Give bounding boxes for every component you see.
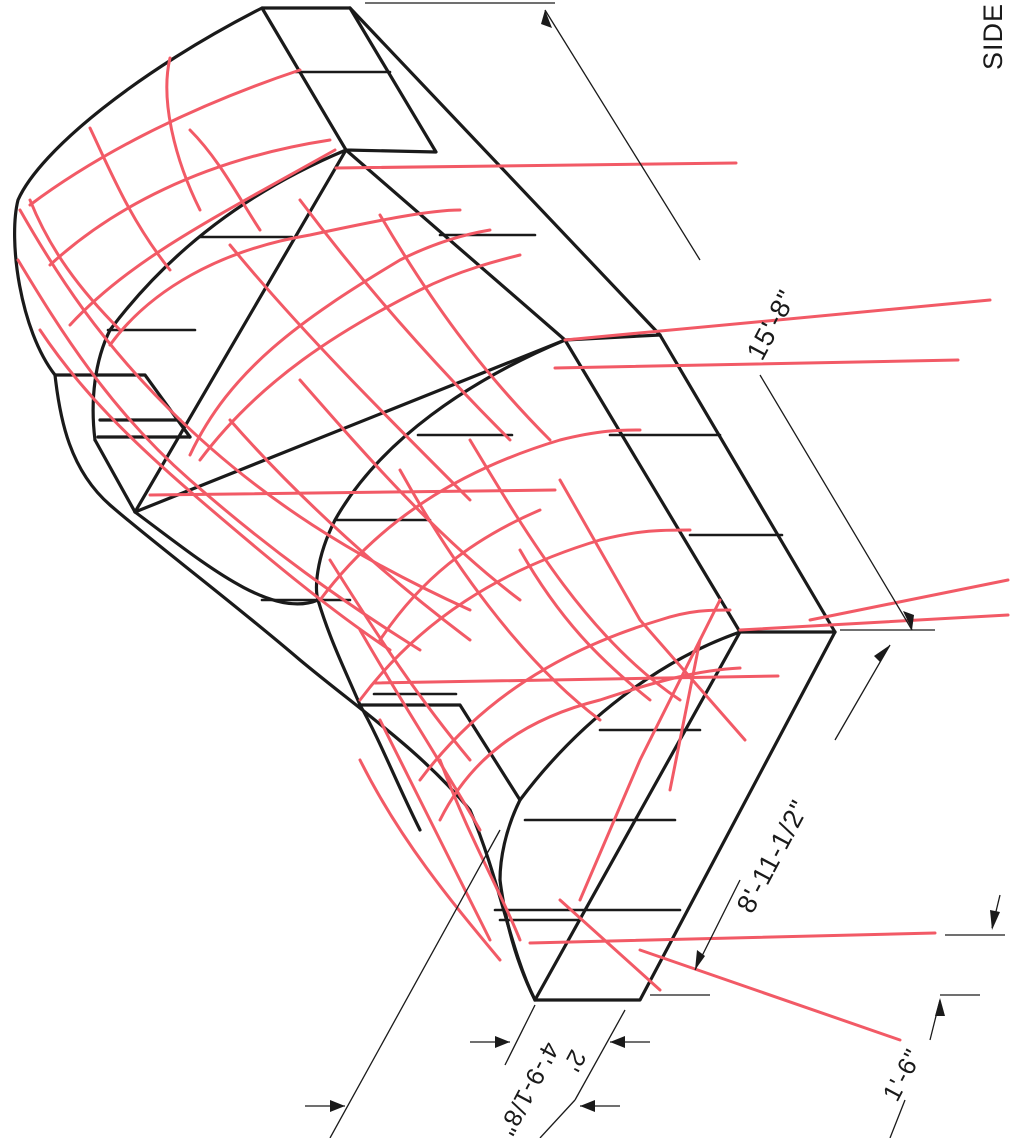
dimension-lines bbox=[305, 2, 1005, 1138]
offset-dimension-label: 1'-6" bbox=[878, 1044, 928, 1106]
length-dimension-label: 15'-8" bbox=[741, 285, 803, 365]
structure-outline bbox=[13, 6, 837, 1002]
rebar-grid bbox=[16, 56, 1010, 1042]
black-ties bbox=[106, 70, 784, 922]
width-dimension-label: 8'-11-1/2" bbox=[731, 795, 815, 918]
side-view-label: SIDE bbox=[978, 3, 1008, 70]
